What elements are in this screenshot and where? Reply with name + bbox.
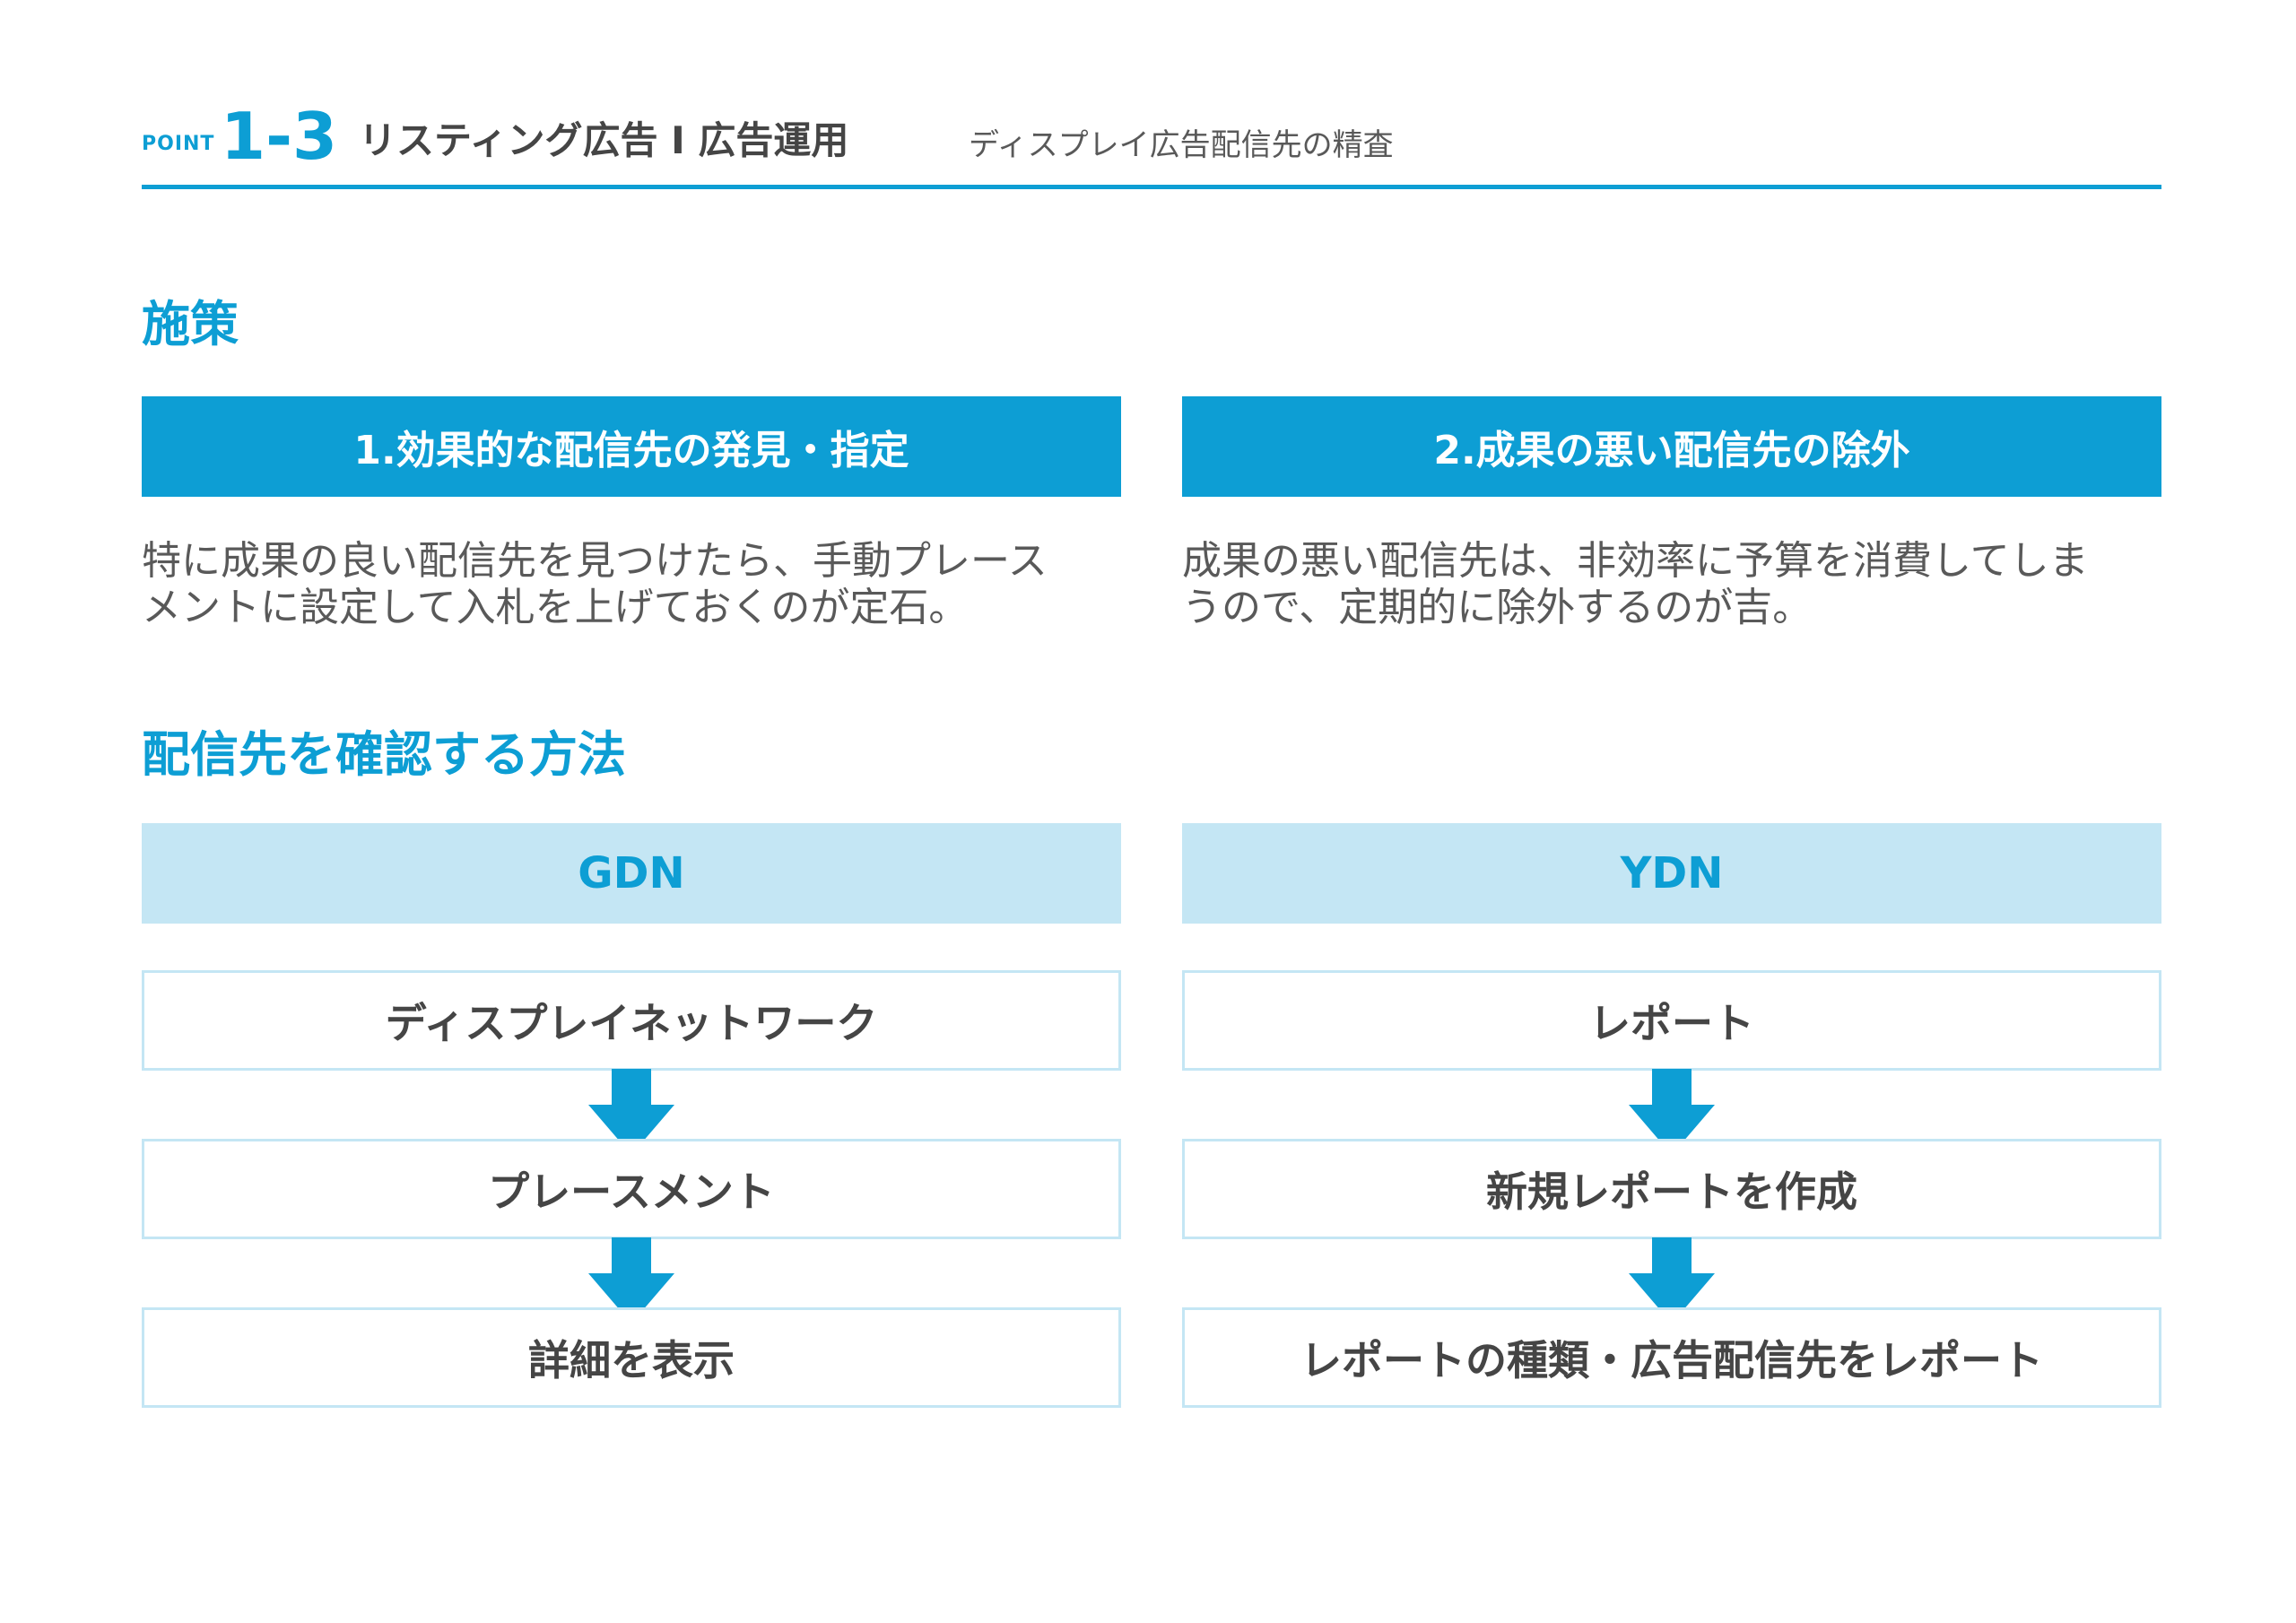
measure-2-title: 2.成果の悪い配信先の除外 <box>1182 396 2161 497</box>
gdn-step-3: 詳細を表示 <box>142 1307 1121 1408</box>
arrow-down-icon <box>1629 1069 1715 1155</box>
measure-1-line-2: メントに設定して入札を上げておくのが定石。 <box>142 585 969 630</box>
measure-2-description: 成果の悪い配信先は、非効率に予算を消費してしま うので、定期的に除外するのが吉。 <box>1182 538 2169 631</box>
measure-1-description: 特に成果の良い配信先を見つけたら、手動プレース メントに設定して入札を上げておく… <box>142 538 1128 631</box>
header-divider <box>142 185 2161 189</box>
arrow-down-icon <box>1629 1237 1715 1324</box>
gdn-step-1: ディスプレイネットワーク <box>142 970 1121 1071</box>
point-number: 1-3 <box>221 99 338 174</box>
page-header: POINT 1-3 リスティング広告 I 広告運用 ディスプレイ広告配信先の精査 <box>142 100 2169 178</box>
measure-2-line-1: 成果の悪い配信先は、非効率に予算を消費してしま <box>1182 538 2089 584</box>
measures-heading: 施策 <box>142 296 239 352</box>
methods-heading: 配信先を確認する方法 <box>142 726 626 783</box>
header-subtitle: ディスプレイ広告配信先の精査 <box>969 127 1394 163</box>
gdn-step-2: プレースメント <box>142 1139 1121 1239</box>
header-title: リスティング広告 I 広告運用 <box>359 118 849 162</box>
ydn-step-2: 新規レポートを作成 <box>1182 1139 2161 1239</box>
ydn-step-1: レポート <box>1182 970 2161 1071</box>
arrow-down-icon <box>588 1237 674 1324</box>
point-label: POINT <box>142 133 215 155</box>
arrow-down-icon <box>588 1069 674 1155</box>
platform-gdn: GDN <box>142 823 1121 924</box>
measure-1-line-1: 特に成果の良い配信先を見つけたら、手動プレース <box>142 538 1048 584</box>
platform-ydn: YDN <box>1182 823 2161 924</box>
ydn-step-3: レポートの種類・広告配信先をレポート <box>1182 1307 2161 1408</box>
measure-2-line-2: うので、定期的に除外するのが吉。 <box>1182 585 1813 630</box>
measure-1-title: 1.効果的な配信先の発見・指定 <box>142 396 1121 497</box>
